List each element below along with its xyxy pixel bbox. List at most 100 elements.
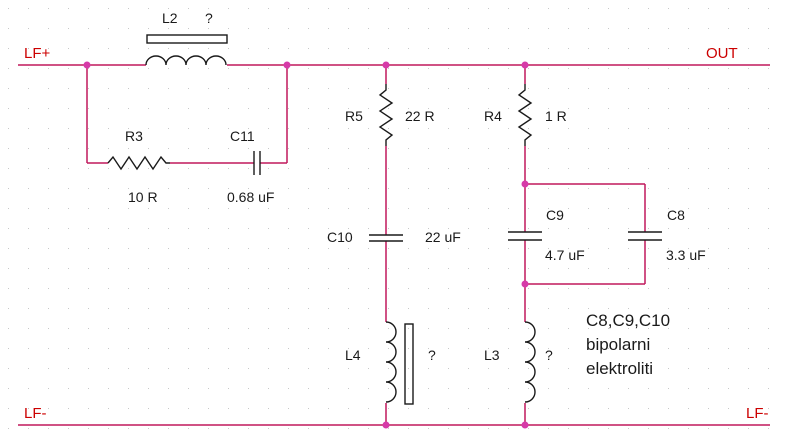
grid-dot xyxy=(568,48,569,49)
grid-dot xyxy=(468,428,469,429)
grid-dot xyxy=(28,208,29,209)
grid-dot xyxy=(468,228,469,229)
grid-dots xyxy=(8,8,769,429)
grid-dot xyxy=(708,388,709,389)
grid-dot xyxy=(388,328,389,329)
grid-dot xyxy=(548,108,549,109)
grid-dot xyxy=(168,248,169,249)
grid-dot xyxy=(128,88,129,89)
grid-dot xyxy=(528,388,529,389)
grid-dot xyxy=(288,208,289,209)
label-r5-value: 22 R xyxy=(405,108,435,124)
grid-dot xyxy=(268,308,269,309)
grid-dot xyxy=(368,348,369,349)
grid-dot xyxy=(448,68,449,69)
grid-dot xyxy=(368,128,369,129)
grid-dot xyxy=(268,428,269,429)
grid-dot xyxy=(708,188,709,189)
grid-dot xyxy=(208,208,209,209)
grid-dot xyxy=(428,128,429,129)
grid-dot xyxy=(328,388,329,389)
grid-dot xyxy=(428,148,429,149)
grid-dot xyxy=(388,368,389,369)
grid-dot xyxy=(448,388,449,389)
grid-dot xyxy=(388,308,389,309)
grid-dot xyxy=(428,188,429,189)
grid-dot xyxy=(28,268,29,269)
grid-dot xyxy=(728,388,729,389)
label-lf-minus-left: LF- xyxy=(24,405,47,422)
grid-dot xyxy=(288,188,289,189)
grid-dot xyxy=(488,228,489,229)
grid-dot xyxy=(648,168,649,169)
grid-dot xyxy=(748,8,749,9)
grid-dot xyxy=(628,428,629,429)
grid-dot xyxy=(428,108,429,109)
grid-dot xyxy=(168,308,169,309)
grid-dot xyxy=(588,108,589,109)
grid-dot xyxy=(728,208,729,209)
grid-dot xyxy=(668,168,669,169)
grid-dot xyxy=(208,248,209,249)
grid-dot xyxy=(728,408,729,409)
grid-dot xyxy=(608,208,609,209)
grid-dot xyxy=(748,348,749,349)
grid-dot xyxy=(228,48,229,49)
grid-dot xyxy=(608,408,609,409)
grid-dot xyxy=(328,408,329,409)
grid-dot xyxy=(88,228,89,229)
grid-dot xyxy=(108,68,109,69)
grid-dot xyxy=(8,328,9,329)
grid-dot xyxy=(508,288,509,289)
grid-dot xyxy=(348,388,349,389)
grid-dot xyxy=(628,8,629,9)
grid-dot xyxy=(508,368,509,369)
grid-dot xyxy=(88,428,89,429)
grid-dot xyxy=(608,248,609,249)
grid-dot xyxy=(388,268,389,269)
grid-dot xyxy=(528,228,529,229)
grid-dot xyxy=(748,168,749,169)
grid-dot xyxy=(308,48,309,49)
grid-dot xyxy=(648,108,649,109)
label-c11-ref: C11 xyxy=(230,128,255,144)
grid-dot xyxy=(708,328,709,329)
grid-dot xyxy=(308,188,309,189)
grid-dot xyxy=(768,148,769,149)
grid-dot xyxy=(188,108,189,109)
grid-dot xyxy=(728,108,729,109)
grid-dot xyxy=(88,388,89,389)
grid-dot xyxy=(168,428,169,429)
grid-dot xyxy=(408,268,409,269)
grid-dot xyxy=(228,188,229,189)
grid-dot xyxy=(668,408,669,409)
grid-dot xyxy=(228,328,229,329)
grid-dot xyxy=(288,268,289,269)
grid-dot xyxy=(408,228,409,229)
grid-dot xyxy=(688,388,689,389)
grid-dot xyxy=(548,88,549,89)
grid-dot xyxy=(328,328,329,329)
grid-dot xyxy=(588,68,589,69)
grid-dot xyxy=(468,188,469,189)
grid-dot xyxy=(268,388,269,389)
grid-dot xyxy=(428,328,429,329)
grid-dot xyxy=(208,408,209,409)
grid-dot xyxy=(708,148,709,149)
grid-dot xyxy=(648,428,649,429)
grid-dot xyxy=(648,248,649,249)
grid-dot xyxy=(588,268,589,269)
grid-dot xyxy=(8,428,9,429)
grid-dot xyxy=(448,48,449,49)
grid-dot xyxy=(168,8,169,9)
grid-dot xyxy=(748,208,749,209)
grid-dot xyxy=(48,128,49,129)
grid-dot xyxy=(8,368,9,369)
grid-dot xyxy=(148,108,149,109)
grid-dot xyxy=(708,8,709,9)
grid-dot xyxy=(128,248,129,249)
grid-dot xyxy=(108,228,109,229)
grid-dot xyxy=(208,388,209,389)
grid-dot xyxy=(648,268,649,269)
grid-dot xyxy=(288,308,289,309)
